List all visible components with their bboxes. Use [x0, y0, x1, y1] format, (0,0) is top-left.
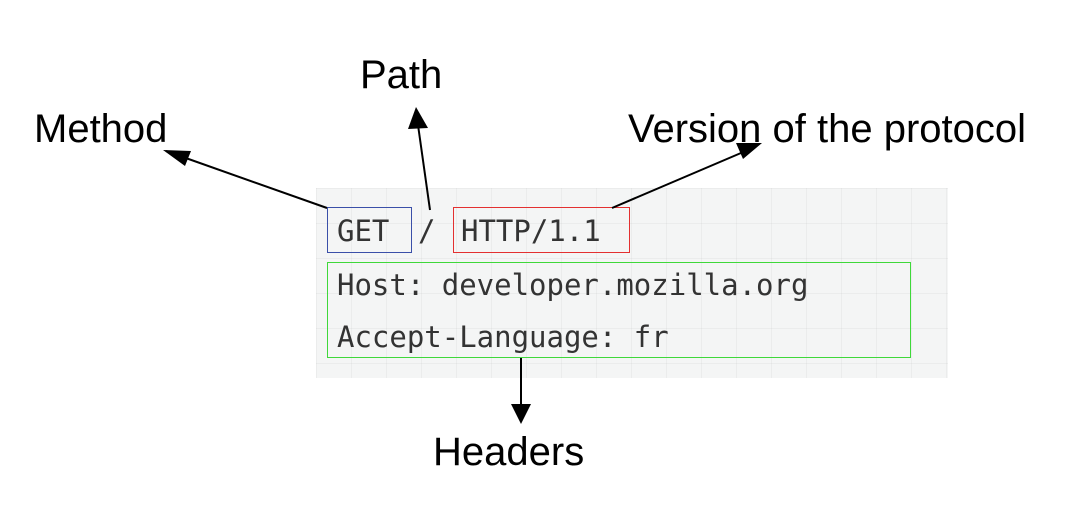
- headers-highlight-box: [327, 262, 911, 358]
- path-arrowhead: [408, 107, 428, 129]
- headers-arrowhead: [511, 404, 531, 424]
- version-arrowhead: [736, 143, 762, 159]
- http-request-panel: [316, 188, 948, 378]
- headers-label: Headers: [433, 430, 585, 474]
- method-highlight-box: [327, 207, 412, 253]
- path-label: Path: [360, 53, 443, 97]
- version-highlight-box: [453, 207, 630, 253]
- version-arrow: [611, 149, 749, 209]
- protocol-version: HTTP/1.1: [461, 214, 601, 248]
- method-arrow: [165, 150, 328, 209]
- method-arrowhead: [163, 150, 191, 166]
- header-line-accept-language: Accept-Language: fr: [337, 320, 669, 354]
- header-line-host: Host: developer.mozilla.org: [337, 268, 809, 302]
- method-label: Method: [34, 107, 168, 151]
- version-label: Version of the protocol: [628, 107, 1027, 151]
- request-path: /: [418, 214, 436, 248]
- path-arrow: [417, 124, 431, 211]
- request-method: GET: [337, 214, 390, 248]
